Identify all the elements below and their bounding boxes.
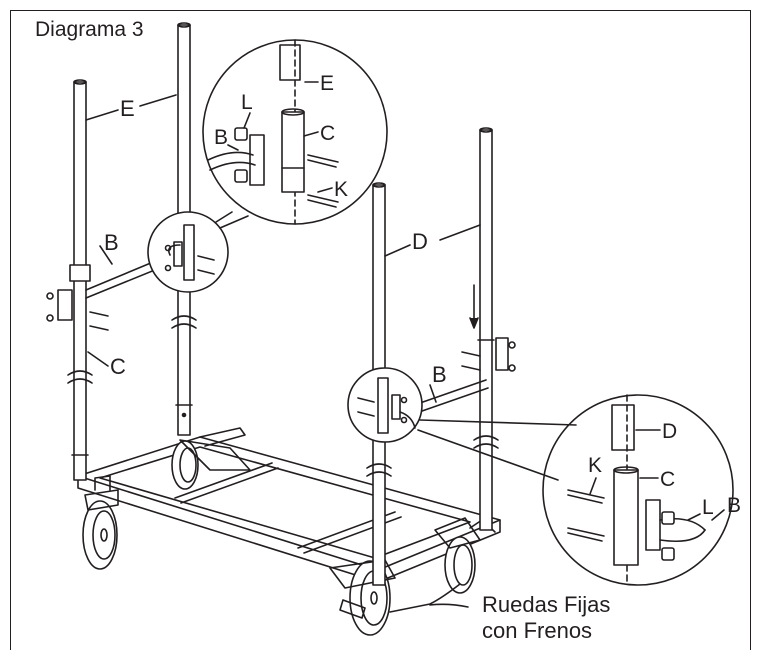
label-B-left: B — [104, 230, 119, 255]
detail-callout-large-right — [417, 394, 734, 586]
label-D: D — [412, 229, 428, 254]
label-E-left: E — [120, 96, 135, 121]
diagram-frame — [10, 10, 751, 650]
label-D-detail-right: D — [662, 420, 677, 443]
bolt-K-right — [567, 489, 605, 542]
detail-callout-small-right — [347, 367, 423, 443]
label-C-left: C — [110, 354, 126, 379]
label-K-detail-right: K — [588, 454, 602, 477]
label-L-detail-right: L — [702, 496, 714, 519]
caption-line-1: Ruedas Fijas — [482, 592, 611, 617]
diagram-title: Diagrama 3 — [35, 18, 144, 41]
caption-line-2: con Frenos — [482, 618, 593, 643]
post-left-front — [67, 79, 93, 481]
insert-arrow — [469, 284, 479, 329]
label-L-detail-left: L — [241, 91, 253, 114]
nut-L-left — [234, 127, 248, 183]
label-E-detail-left: E — [320, 72, 334, 95]
wheel-front-left — [82, 475, 119, 570]
bolts-right-handle — [461, 341, 516, 372]
cart-base-frame — [77, 427, 501, 583]
label-K-detail-left: K — [334, 178, 348, 201]
label-B-detail-left: B — [214, 126, 228, 149]
bolt-K-left — [307, 154, 339, 208]
leader-lines — [85, 81, 725, 613]
nut-L-right — [661, 511, 675, 561]
label-C-detail-left: C — [320, 122, 335, 145]
wheel-back-left — [171, 439, 251, 490]
label-B-detail-right: B — [727, 494, 741, 517]
label-C-detail-right: C — [660, 468, 675, 491]
wheels-caption: Ruedas Fijas con Frenos — [482, 592, 610, 644]
detail-callout-large-left — [202, 39, 388, 229]
bolts-left-handle — [46, 292, 109, 331]
post-right-back — [473, 127, 499, 531]
detail-callout-small-left — [147, 211, 229, 293]
label-B-right: B — [432, 362, 447, 387]
